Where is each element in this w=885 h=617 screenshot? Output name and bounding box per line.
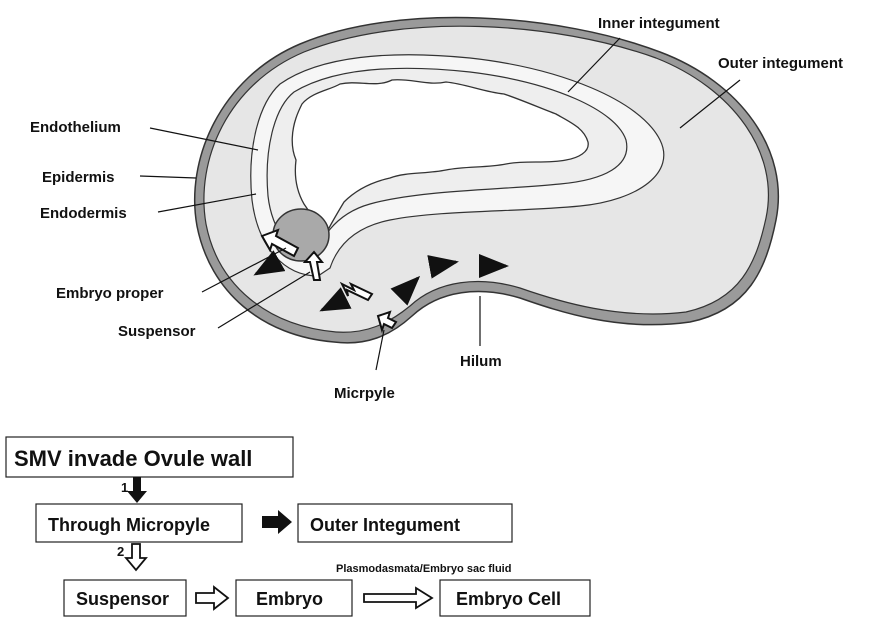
box-suspensor-text: Suspensor (76, 589, 169, 609)
ovule-diagram (195, 18, 779, 343)
arrow-to-embryo-cell (364, 588, 432, 608)
box-outer-text: Outer Integument (310, 515, 460, 535)
pathway-label: Plasmodasmata/Embryo sac fluid (336, 563, 511, 575)
box-cell-text: Embryo Cell (456, 589, 561, 609)
box-invade-text: SMV invade Ovule wall (14, 446, 252, 471)
label-epidermis: Epidermis (42, 169, 115, 186)
label-inner-integument: Inner integument (598, 15, 720, 32)
box-embryo-text: Embryo (256, 589, 323, 609)
label-endothelium: Endothelium (30, 119, 121, 136)
embryo-proper-shape (273, 209, 329, 261)
arrow-to-embryo (196, 587, 228, 609)
box-micropyle-text: Through Micropyle (48, 515, 210, 535)
label-embryo-proper: Embryo proper (56, 285, 164, 302)
leader-epidermis (140, 176, 196, 178)
label-outer-integument: Outer integument (718, 55, 843, 72)
step-1-arrow (127, 477, 147, 503)
step-2-label: 2 (117, 544, 124, 559)
arrow-to-outer-integument (262, 510, 292, 534)
label-endodermis: Endodermis (40, 205, 127, 222)
flowchart: SMV invade Ovule wall 1 Through Micropyl… (6, 437, 590, 616)
label-micropyle: Micrpyle (334, 385, 395, 402)
label-hilum: Hilum (460, 353, 502, 370)
step-2-arrow (126, 544, 146, 570)
label-suspensor: Suspensor (118, 323, 196, 340)
step-1-label: 1 (121, 480, 128, 495)
